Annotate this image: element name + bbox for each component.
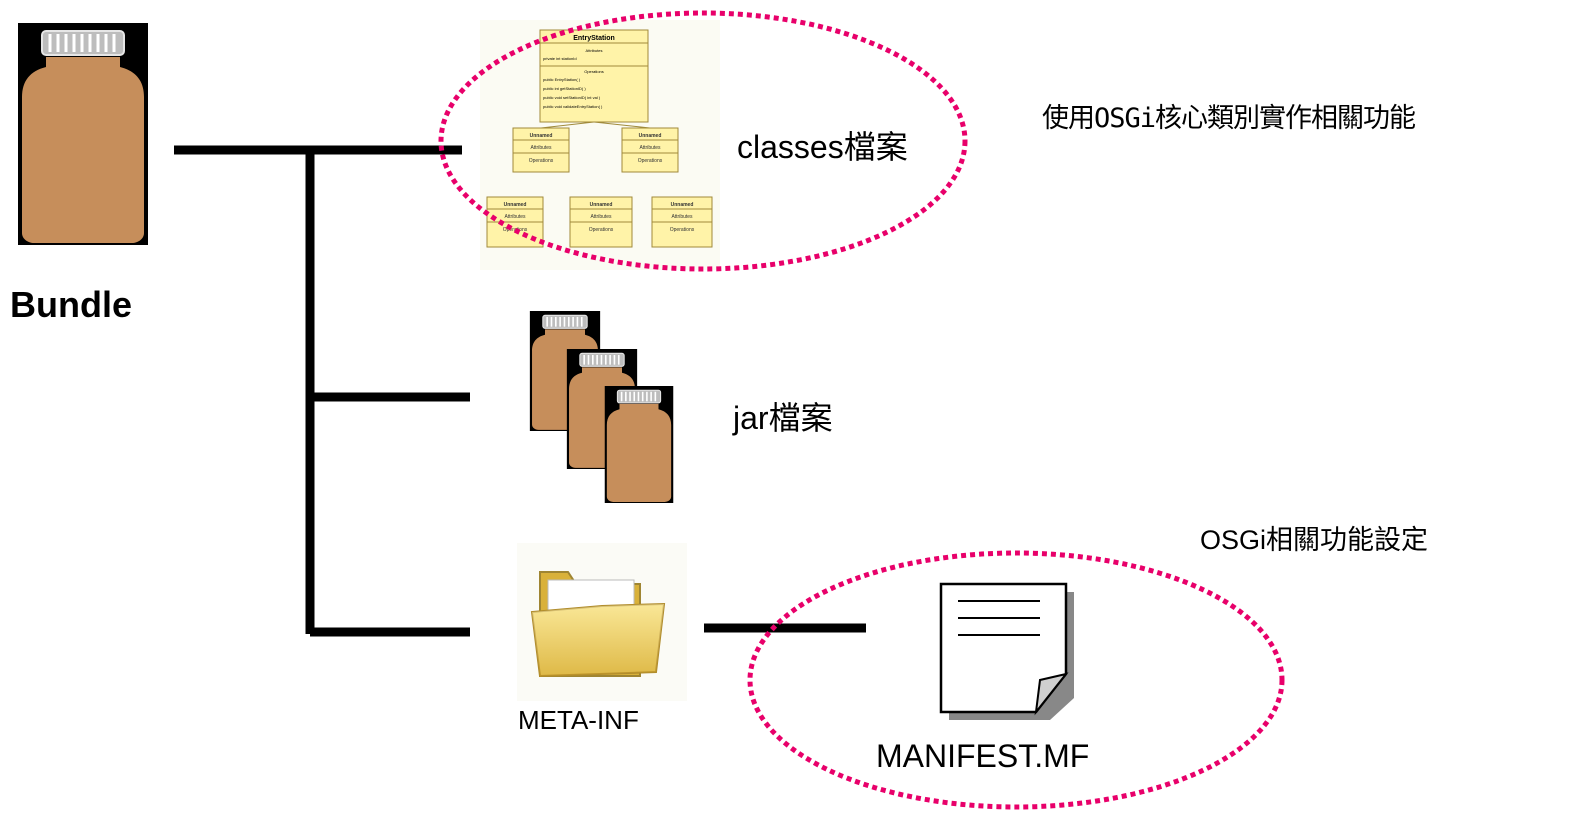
jar-label: jar檔案 bbox=[733, 400, 833, 436]
manifest-note: OSGi相關功能設定 bbox=[1200, 525, 1429, 555]
svg-text:Attributes: Attributes bbox=[530, 145, 552, 151]
svg-text:public EntryStation( ): public EntryStation( ) bbox=[543, 77, 581, 82]
uml-top-class: EntryStation Attributes private int stat… bbox=[539, 29, 649, 123]
manifest-label: MANIFEST.MF bbox=[876, 738, 1090, 774]
classes-note: 使用OSGi核心類別實作相關功能 bbox=[1042, 103, 1416, 134]
classes-highlight-ellipse bbox=[438, 10, 968, 272]
svg-text:Attributes: Attributes bbox=[504, 214, 526, 220]
svg-text:Unnamed: Unnamed bbox=[590, 202, 613, 208]
uml-class-diagram-icon: EntryStation Attributes private int stat… bbox=[480, 20, 720, 270]
svg-text:Unnamed: Unnamed bbox=[504, 202, 527, 208]
folder-icon bbox=[517, 543, 687, 701]
svg-text:public void setStationID( int: public void setStationID( int val ) bbox=[543, 95, 601, 100]
svg-text:Unnamed: Unnamed bbox=[671, 202, 694, 208]
svg-text:Unnamed: Unnamed bbox=[530, 133, 553, 139]
uml-unnamed-classes bbox=[486, 127, 713, 248]
svg-text:private int stationId: private int stationId bbox=[543, 56, 577, 61]
svg-text:Operations: Operations bbox=[670, 227, 695, 233]
manifest-highlight-ellipse bbox=[747, 550, 1285, 810]
svg-text:Operations: Operations bbox=[529, 158, 554, 164]
svg-text:Operations: Operations bbox=[638, 158, 663, 164]
svg-text:Attributes: Attributes bbox=[639, 145, 661, 151]
svg-text:Attributes: Attributes bbox=[671, 214, 693, 220]
document-icon bbox=[939, 582, 1074, 720]
svg-text:Attributes: Attributes bbox=[586, 48, 603, 53]
uml-top-class-name: EntryStation bbox=[573, 35, 615, 42]
jar-stack-icon bbox=[529, 311, 675, 503]
svg-text:Unnamed: Unnamed bbox=[639, 133, 662, 139]
svg-text:public void validateEntryStati: public void validateEntryStation( ) bbox=[543, 104, 603, 109]
svg-text:Attributes: Attributes bbox=[590, 214, 612, 220]
svg-text:public int getStationID( ): public int getStationID( ) bbox=[543, 86, 586, 91]
svg-text:Operations: Operations bbox=[584, 69, 604, 74]
meta-inf-label: META-INF bbox=[518, 705, 639, 735]
bundle-label: Bundle bbox=[10, 284, 132, 325]
tree-connectors bbox=[174, 145, 866, 637]
svg-text:Operations: Operations bbox=[589, 227, 614, 233]
classes-label: classes檔案 bbox=[737, 129, 908, 165]
bundle-jar-icon bbox=[18, 21, 148, 247]
